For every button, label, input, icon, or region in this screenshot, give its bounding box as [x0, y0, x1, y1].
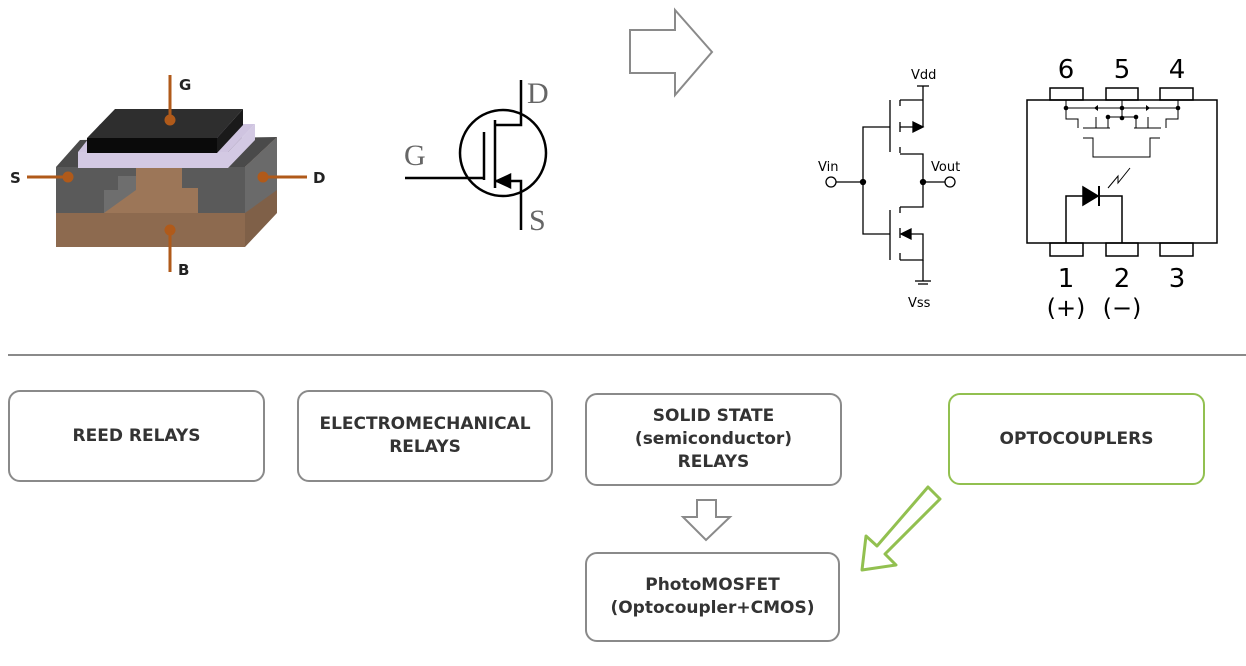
- pin-3-label: 3: [1169, 264, 1186, 294]
- mosfet-symbol: D G S: [404, 77, 549, 237]
- vss-label: Vss: [908, 296, 931, 311]
- drain-label: D: [313, 169, 325, 187]
- solid-state-label-line3: RELAYS: [677, 451, 750, 472]
- pin-2-polarity: (−): [1103, 294, 1142, 322]
- solid-state-label-line2: (semiconductor): [634, 429, 793, 450]
- reed-relays-label: REED RELAYS: [72, 425, 201, 446]
- symbol-drain-label: D: [527, 77, 549, 110]
- vdd-label: Vdd: [911, 68, 936, 83]
- symbol-gate-label: G: [404, 139, 426, 172]
- photomosfet-box: PhotoMOSFET(Optocoupler+CMOS): [585, 552, 840, 642]
- vin-label: Vin: [818, 160, 838, 175]
- body-label: B: [178, 261, 189, 279]
- source-label: S: [10, 169, 21, 187]
- symbol-source-label: S: [529, 204, 546, 237]
- diagonal-arrow-icon: [860, 485, 942, 572]
- electromechanical-label-line2: RELAYS: [389, 437, 461, 457]
- pin-5-label: 5: [1114, 55, 1131, 85]
- pin-2-label: 2: [1114, 264, 1131, 294]
- gate-label: G: [179, 76, 191, 94]
- optocouplers-label: OPTOCOUPLERS: [999, 428, 1154, 449]
- reed-relays-box: REED RELAYS: [8, 390, 265, 482]
- pin-4-label: 4: [1169, 55, 1186, 85]
- cmos-inverter-circuit: Vdd Vss Vin Vout: [818, 68, 960, 311]
- right-arrow-icon: [629, 7, 714, 98]
- electromechanical-label-line1: ELECTROMECHANICAL: [319, 414, 531, 435]
- mosfet-3d-illustration: G S D B: [10, 75, 325, 279]
- photomosfet-label-line2: (Optocoupler+CMOS): [610, 598, 815, 618]
- solid-state-relays-box: SOLID STATE(semiconductor)RELAYS: [585, 393, 842, 486]
- pin-6-label: 6: [1058, 55, 1075, 85]
- pin-1-polarity: (+): [1047, 294, 1086, 322]
- optocouplers-box: OPTOCOUPLERS: [948, 393, 1205, 485]
- pin-1-label: 1: [1058, 264, 1075, 294]
- optocoupler-chip: 6 5 4 1 2 3 (+) (−): [1026, 55, 1218, 322]
- down-arrow-icon: [680, 499, 733, 542]
- vout-label: Vout: [931, 160, 960, 175]
- photomosfet-label-line1: PhotoMOSFET: [645, 575, 780, 596]
- solid-state-label-line1: SOLID STATE: [652, 406, 775, 427]
